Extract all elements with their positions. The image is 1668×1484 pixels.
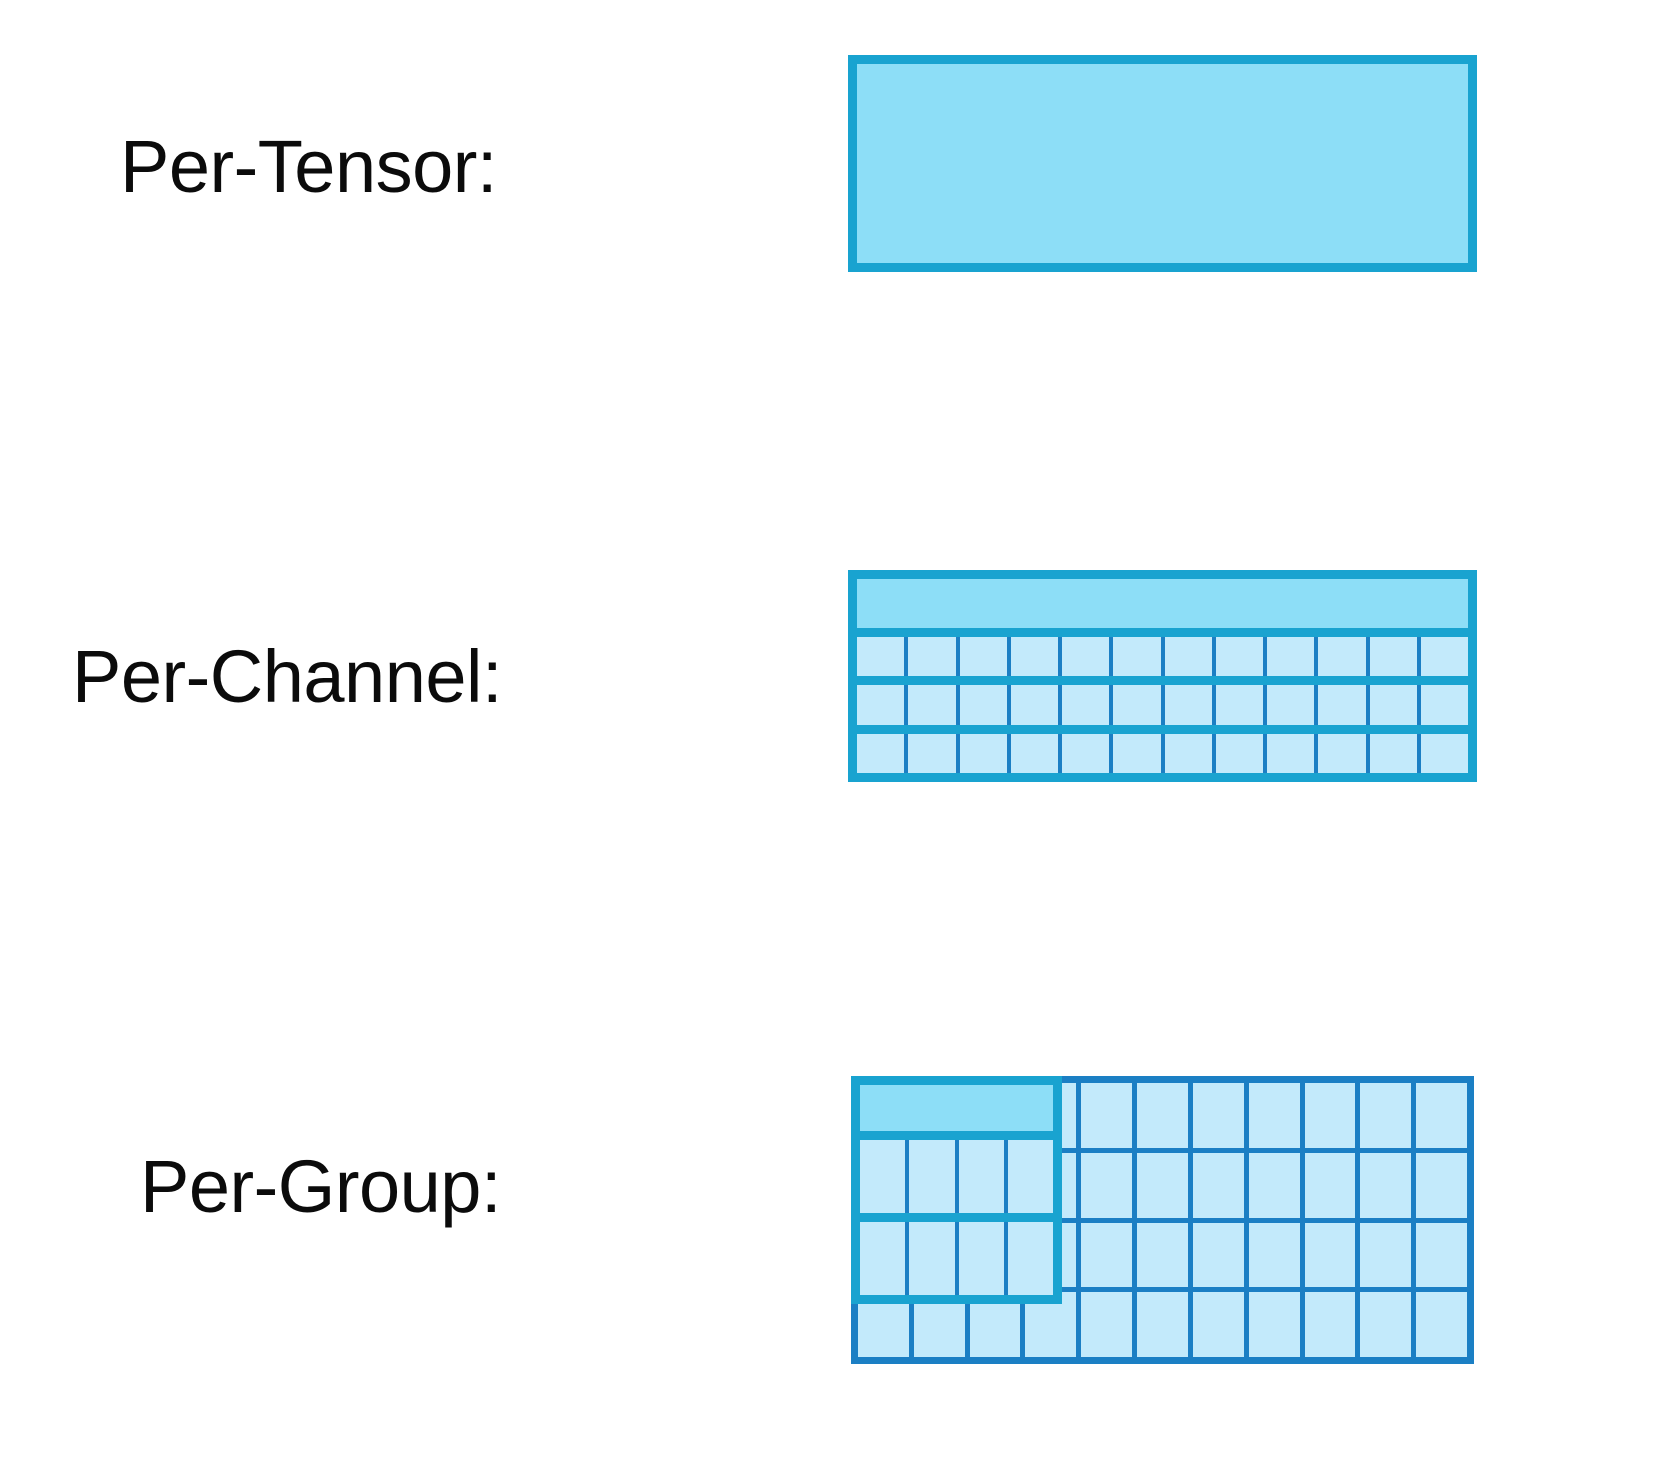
grid-cell <box>1137 1292 1193 1357</box>
grid-cell <box>1010 733 1062 773</box>
grid-cell <box>1369 733 1421 773</box>
grid-cell <box>970 1292 1026 1357</box>
grid-divider <box>860 1131 1053 1140</box>
grid-cell <box>1369 637 1421 677</box>
grid-cell <box>1025 1222 1082 1288</box>
per-group-highlight-row <box>860 1085 1053 1131</box>
grid-divider <box>860 1213 1053 1222</box>
grid-cell <box>908 733 960 773</box>
grid-cell <box>1137 1152 1193 1218</box>
per-channel-cell-row <box>857 733 1468 773</box>
grid-cell <box>1137 1222 1193 1288</box>
grid-cell <box>1137 1083 1193 1148</box>
grid-cell <box>857 685 909 725</box>
grid-cell <box>1193 1152 1249 1218</box>
grid-cell <box>1193 1083 1249 1148</box>
grid-cell <box>860 1140 910 1213</box>
grid-cell <box>858 1292 914 1357</box>
grid-cell <box>1420 685 1468 725</box>
grid-cell <box>1010 637 1062 677</box>
grid-cell <box>1360 1152 1417 1218</box>
grid-cell <box>1360 1222 1417 1288</box>
grid-cell <box>908 685 960 725</box>
per-group-inner-cell-row <box>860 1222 1053 1295</box>
grid-cell <box>1025 1083 1082 1148</box>
grid-cell <box>1193 1292 1249 1357</box>
grid-cell <box>1113 685 1165 725</box>
grid-cell <box>958 1140 1008 1213</box>
grid-cell <box>1267 733 1319 773</box>
grid-cell <box>1305 1083 1361 1148</box>
grid-cell <box>1305 1222 1361 1288</box>
grid-divider <box>857 724 1468 734</box>
per-channel-cell-row <box>857 637 1468 677</box>
grid-cell <box>959 733 1011 773</box>
grid-cell <box>1305 1152 1361 1218</box>
grid-cell <box>908 637 960 677</box>
grid-cell <box>909 1222 959 1295</box>
grid-cell <box>1081 1152 1138 1218</box>
grid-cell <box>959 637 1011 677</box>
grid-cell <box>1249 1152 1305 1218</box>
per-group-inner-cell-row <box>860 1140 1053 1213</box>
grid-cell <box>1360 1083 1417 1148</box>
grid-cell <box>1164 685 1216 725</box>
grid-cell <box>857 637 909 677</box>
grid-cell <box>1369 685 1421 725</box>
grid-cell <box>1113 637 1165 677</box>
grid-cell <box>1318 637 1370 677</box>
grid-cell <box>1305 1292 1361 1357</box>
grid-cell <box>1081 1222 1138 1288</box>
grid-cell <box>1267 637 1319 677</box>
grid-cell <box>1267 685 1319 725</box>
grid-cell <box>1249 1292 1305 1357</box>
per-channel-grid <box>848 570 1477 782</box>
grid-cell <box>1249 1083 1305 1148</box>
grid-cell <box>1215 685 1267 725</box>
per-tensor-label: Per-Tensor: <box>120 125 497 208</box>
grid-cell <box>1025 1152 1082 1218</box>
grid-cell <box>857 733 909 773</box>
per-group-figure <box>851 1076 1474 1364</box>
per-tensor-block <box>848 55 1477 272</box>
grid-cell <box>1025 1292 1082 1357</box>
per-channel-label: Per-Channel: <box>72 635 503 718</box>
grid-cell <box>1215 637 1267 677</box>
grid-cell <box>1416 1292 1467 1357</box>
grid-cell <box>909 1140 959 1213</box>
grid-cell <box>1318 685 1370 725</box>
grid-cell <box>860 1222 910 1295</box>
grid-cell <box>1164 733 1216 773</box>
grid-cell <box>959 685 1011 725</box>
grid-cell <box>1164 637 1216 677</box>
grid-divider <box>857 676 1468 686</box>
grid-cell <box>1193 1222 1249 1288</box>
grid-cell <box>1416 1083 1467 1148</box>
grid-cell <box>914 1292 970 1357</box>
grid-cell <box>1420 733 1468 773</box>
grid-cell <box>1318 733 1370 773</box>
grid-cell <box>1416 1223 1467 1288</box>
grid-cell <box>1081 1292 1138 1357</box>
grid-cell <box>1007 1222 1053 1295</box>
grid-cell <box>958 1222 1008 1295</box>
grid-cell <box>1010 685 1062 725</box>
grid-cell <box>1215 733 1267 773</box>
grid-cell <box>1416 1153 1467 1218</box>
per-channel-cell-row <box>857 685 1468 725</box>
per-group-label: Per-Group: <box>140 1145 502 1228</box>
grid-divider <box>857 628 1468 637</box>
grid-cell <box>1081 1083 1138 1148</box>
per-group-cell-row <box>858 1292 1467 1357</box>
grid-cell <box>1007 1140 1053 1213</box>
per-group-highlight-region <box>851 1076 1062 1304</box>
grid-cell <box>1420 637 1468 677</box>
grid-cell <box>1062 637 1114 677</box>
grid-cell <box>1062 685 1114 725</box>
grid-cell <box>1062 733 1114 773</box>
grid-cell <box>1113 733 1165 773</box>
grid-cell <box>1360 1292 1417 1357</box>
grid-cell <box>1249 1222 1305 1288</box>
per-channel-highlight-row <box>857 579 1468 628</box>
